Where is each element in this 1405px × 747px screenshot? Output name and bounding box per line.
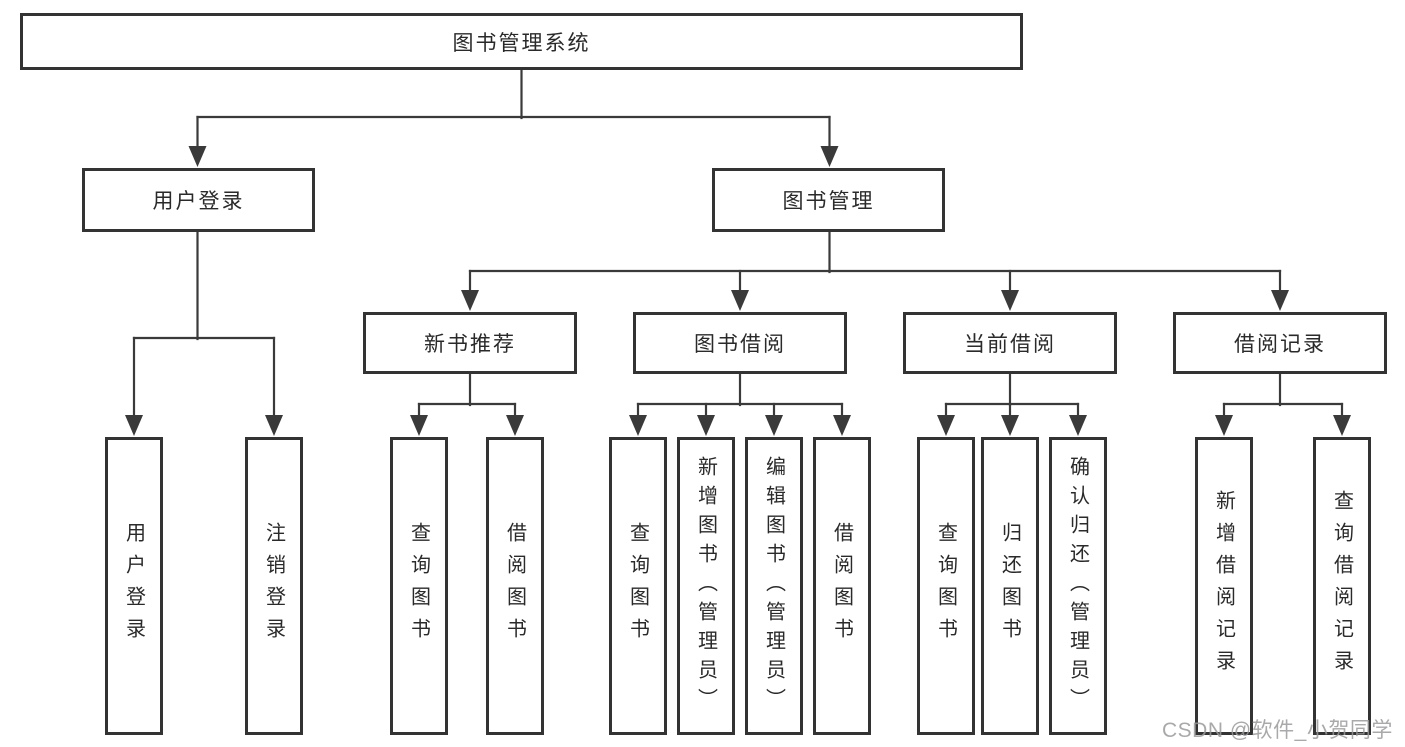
leaf-query-books-borrow: 查询图书 [609, 437, 667, 735]
leaf-label: 查询借阅记录 [1330, 490, 1353, 682]
leaf-logout: 注销登录 [245, 437, 303, 735]
node-book-management: 图书管理 [712, 168, 945, 232]
node-user-login: 用户登录 [82, 168, 315, 232]
leaf-add-borrow-record: 新增借阅记录 [1195, 437, 1253, 735]
node-label: 图书管理系统 [452, 31, 591, 55]
leaf-label: 编辑图书（管理员） [762, 455, 785, 717]
leaf-label: 新增借阅记录 [1212, 490, 1235, 682]
leaf-user-login: 用户登录 [105, 437, 163, 735]
leaf-label: 新增图书（管理员） [694, 455, 717, 717]
node-current-borrowing: 当前借阅 [903, 312, 1117, 374]
csdn-watermark: CSDN @软件_小贺同学 [1162, 719, 1393, 742]
leaf-borrow-books-borrow: 借阅图书 [813, 437, 871, 735]
connector-book-management-branch [468, 230, 1282, 294]
connector-root-to-level2 [196, 68, 831, 150]
node-label: 新书推荐 [424, 333, 516, 356]
node-new-book-recommendation: 新书推荐 [363, 312, 577, 374]
node-label: 图书借阅 [694, 333, 786, 356]
node-library-management-system: 图书管理系统 [20, 13, 1023, 70]
leaf-label: 借阅图书 [830, 522, 853, 650]
leaf-label: 借阅图书 [503, 522, 526, 650]
leaf-confirm-return-admin: 确认归还（管理员） [1049, 437, 1107, 735]
node-borrowing-records: 借阅记录 [1173, 312, 1387, 374]
leaf-label: 归还图书 [998, 522, 1021, 650]
node-label: 当前借阅 [964, 333, 1056, 356]
node-label: 用户登录 [152, 190, 245, 213]
connector-arrowheads [125, 146, 1351, 436]
leaf-query-books-current: 查询图书 [917, 437, 975, 735]
connector-user-login-branch [132, 230, 276, 419]
node-label: 图书管理 [782, 190, 875, 213]
leaf-label: 查询图书 [407, 522, 430, 650]
leaf-label: 确认归还（管理员） [1066, 455, 1089, 717]
leaf-add-book-admin: 新增图书（管理员） [677, 437, 735, 735]
leaf-query-borrow-record: 查询借阅记录 [1313, 437, 1371, 735]
leaf-query-books-recommend: 查询图书 [390, 437, 448, 735]
leaf-label: 注销登录 [262, 522, 285, 650]
leaf-label: 用户登录 [122, 522, 145, 650]
leaf-label: 查询图书 [934, 522, 957, 650]
leaf-return-book: 归还图书 [981, 437, 1039, 735]
leaf-label: 查询图书 [626, 522, 649, 650]
node-book-borrowing: 图书借阅 [633, 312, 847, 374]
connector-level3-branches [417, 372, 1344, 419]
leaf-borrow-books-recommend: 借阅图书 [486, 437, 544, 735]
node-label: 借阅记录 [1234, 333, 1326, 356]
leaf-edit-book-admin: 编辑图书（管理员） [745, 437, 803, 735]
